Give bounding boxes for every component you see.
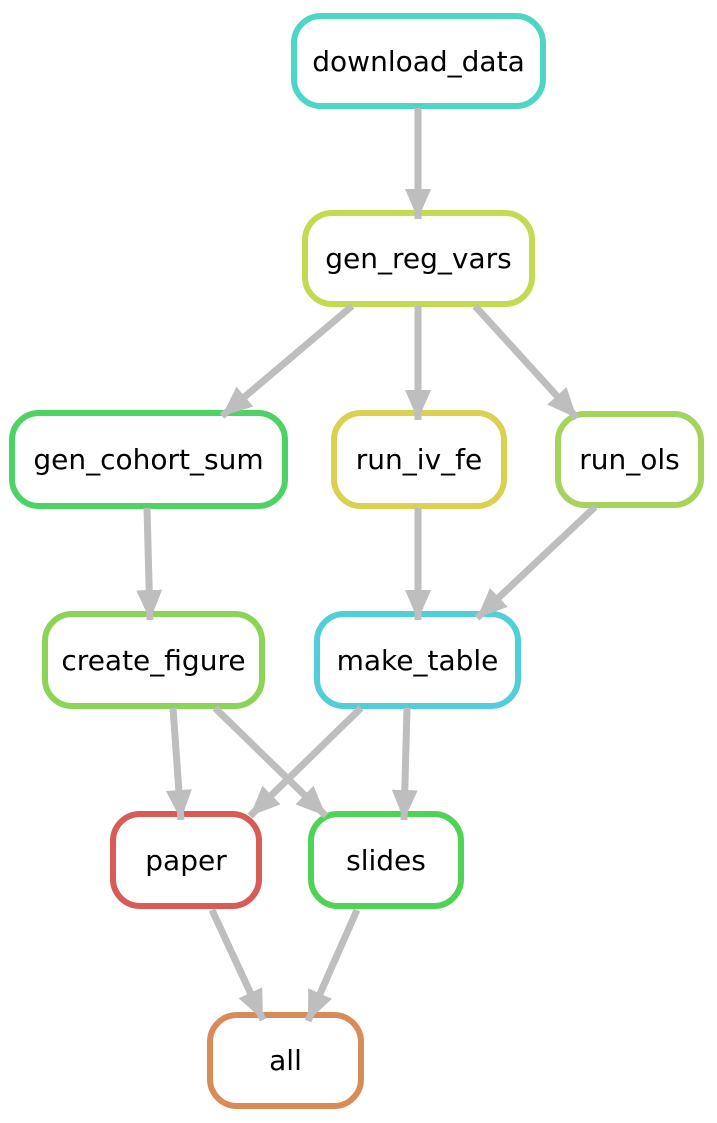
edge-make_table-to-paper: [247, 705, 364, 819]
node-download_data: download_data: [291, 13, 546, 109]
edge-create_figure-to-slides: [212, 705, 329, 819]
node-run_iv_fe: run_iv_fe: [331, 410, 507, 509]
edge-slides-to-all: [304, 908, 361, 1023]
node-gen_cohort_sum-label: gen_cohort_sum: [33, 443, 264, 476]
edge-make_table-to-slides: [391, 707, 418, 821]
edge-paper-to-all: [208, 908, 267, 1022]
edge-run_ols-to-make_table: [474, 504, 598, 621]
edge-gen_reg_vars-to-gen_cohort_sum: [219, 303, 355, 419]
node-gen_cohort_sum: gen_cohort_sum: [9, 410, 288, 509]
node-slides-label: slides: [346, 843, 426, 877]
node-slides: slides: [308, 811, 464, 909]
node-download_data-label: download_data: [312, 44, 525, 78]
node-make_table-label: make_table: [336, 643, 499, 677]
node-all-label: all: [269, 1044, 302, 1077]
node-make_table: make_table: [314, 611, 521, 709]
node-run_ols: run_ols: [555, 411, 704, 508]
node-paper: paper: [110, 811, 262, 909]
edge-gen_cohort_sum-to-create_figure: [136, 507, 163, 621]
node-create_figure: create_figure: [42, 611, 265, 709]
node-gen_reg_vars-label: gen_reg_vars: [325, 242, 512, 275]
edge-create_figure-to-paper: [165, 707, 192, 821]
node-all: all: [207, 1012, 364, 1109]
node-run_ols-label: run_ols: [579, 443, 680, 476]
node-create_figure-label: create_figure: [61, 643, 246, 677]
edge-gen_reg_vars-to-run_ols: [472, 303, 580, 421]
node-gen_reg_vars: gen_reg_vars: [302, 210, 535, 307]
node-run_iv_fe-label: run_iv_fe: [355, 443, 483, 476]
node-paper-label: paper: [145, 843, 227, 877]
